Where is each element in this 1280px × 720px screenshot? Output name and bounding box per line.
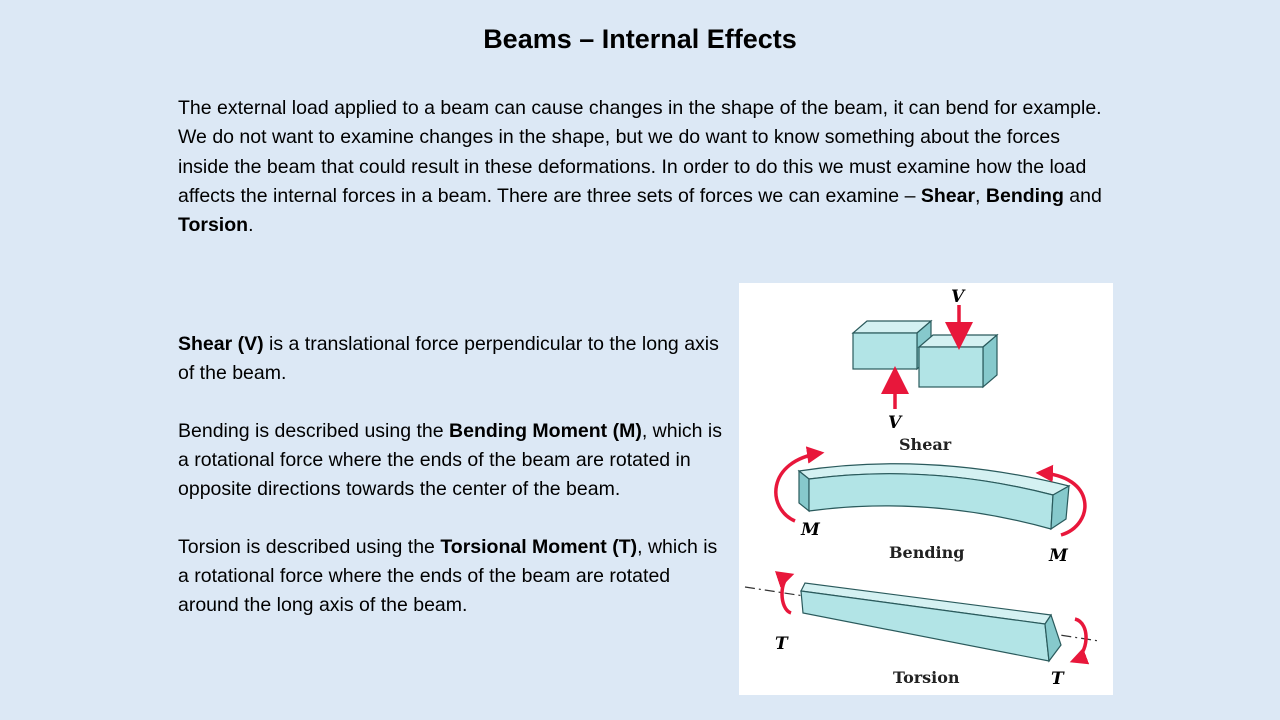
torsion-t-left-label: T: [775, 634, 789, 654]
torsion-caption: Torsion: [893, 668, 960, 687]
intro-end: .: [248, 214, 254, 237]
shear-text: is a translational force perpendicular t…: [178, 333, 719, 384]
shear-caption: Shear: [899, 435, 952, 454]
intro-sep-2: and: [1063, 184, 1102, 207]
beam-effects-diagram: V V Shear M M Bending T T Torsion: [744, 287, 1100, 689]
bending-arrow-left: [774, 446, 825, 523]
bending-definition: Bending is described using the Bending M…: [178, 417, 728, 504]
definitions: Shear (V) is a translational force perpe…: [178, 330, 728, 649]
torsion-t-right-label: T: [1051, 669, 1065, 689]
shear-definition: Shear (V) is a translational force perpe…: [178, 330, 728, 388]
bending-term: Bending Moment (M): [449, 420, 642, 442]
intro-term-shear: Shear: [920, 184, 976, 207]
bending-pre: Bending is described using the: [178, 420, 450, 442]
shear-term: Shear (V): [178, 333, 264, 355]
torsion-text: , which is a rotational force where the …: [178, 536, 718, 616]
torsion-arrow-left: [774, 571, 795, 615]
bending-arrow-right: [1035, 464, 1087, 537]
intro-term-torsion: Torsion: [178, 214, 249, 237]
intro-term-bending: Bending: [985, 184, 1064, 207]
torsion-definition: Torsion is described using the Torsional…: [178, 533, 728, 620]
bending-m-right-label: M: [1048, 546, 1069, 566]
intro-text: The external load applied to a beam can …: [178, 97, 1102, 207]
shear-v-bottom-label: V: [888, 413, 903, 433]
intro-paragraph: The external load applied to a beam can …: [178, 94, 1108, 240]
torsion-pre: Torsion is described using the: [178, 536, 441, 558]
torsion-beam: [800, 582, 1062, 663]
slide-title: Beams – Internal Effects: [483, 24, 797, 54]
bending-text: , which is a rotational force where the …: [178, 420, 723, 500]
torsion-term: Torsional Moment (T): [440, 536, 638, 558]
shear-blocks: [851, 319, 999, 389]
shear-v-top-label: V: [951, 287, 966, 307]
intro-sep-1: ,: [975, 184, 986, 207]
bending-caption: Bending: [889, 543, 964, 562]
torsion-arrow-right: [1069, 617, 1090, 665]
beam-effects-figure: V V Shear M M Bending T T Torsion: [739, 283, 1113, 695]
bending-beam: [797, 463, 1071, 531]
bending-m-left-label: M: [800, 520, 821, 540]
